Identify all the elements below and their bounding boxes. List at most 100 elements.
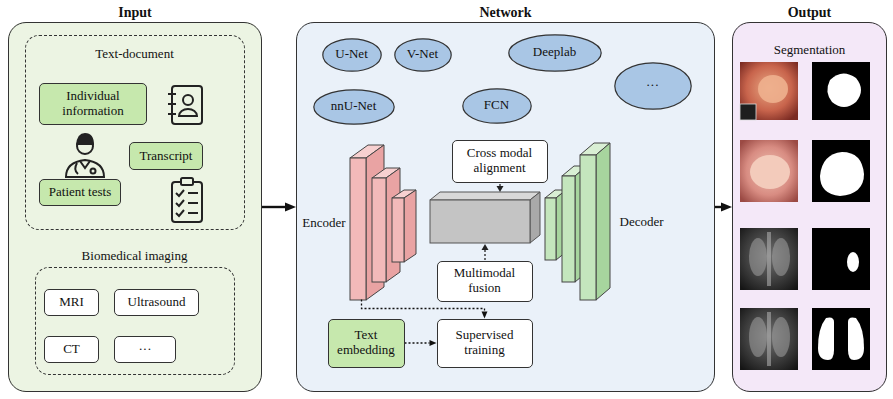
model-ellipse: nnU-Net — [313, 89, 395, 125]
encoder-slabs — [372, 178, 386, 282]
fusion-arrow — [484, 250, 485, 260]
decoder-slabs — [580, 155, 596, 300]
contact-icon — [179, 109, 197, 116]
connector — [362, 300, 488, 319]
clipboard-icon — [188, 192, 198, 194]
text-source-box: Individual information — [39, 83, 147, 125]
box-label: Transcript — [140, 149, 193, 164]
box-label: CT — [63, 342, 80, 357]
model-name: U-Net — [335, 47, 368, 62]
ellipse-shape — [322, 38, 380, 70]
module-box: Multimodal fusion — [437, 261, 533, 302]
decoder-slabs — [545, 198, 556, 260]
text-source-box: Transcript — [129, 142, 203, 170]
doctor-icon — [91, 169, 96, 174]
doctor-icon — [66, 134, 104, 177]
alignment-arrow — [497, 184, 504, 192]
arrowhead — [430, 340, 437, 346]
ellipse-shape — [508, 34, 600, 70]
doctor-icon — [80, 161, 90, 168]
module-box: Cross modal alignment — [452, 140, 548, 183]
box-label: ··· — [139, 342, 152, 357]
connector-line — [405, 342, 430, 343]
contact-icon — [168, 113, 176, 115]
model-name: FCN — [484, 98, 509, 113]
xray-image — [767, 312, 771, 366]
xray-image — [740, 228, 798, 290]
bottleneck-bar — [430, 192, 540, 200]
endoscopy-image — [740, 62, 798, 120]
box-label: Supervised training — [443, 328, 527, 358]
bottleneck-bar — [530, 192, 540, 243]
xray-image — [772, 317, 790, 357]
decoder-slabs — [596, 143, 610, 300]
panel-subheading: Segmentation — [774, 42, 846, 57]
segmentation-mask — [820, 152, 864, 196]
segmentation-mask — [847, 252, 859, 272]
model-name: ··· — [646, 78, 659, 93]
contact-icon — [168, 103, 176, 105]
xray-image — [749, 238, 767, 276]
model-ellipse: ··· — [614, 62, 692, 110]
connector-line — [715, 206, 721, 208]
clipboard-icon — [176, 190, 184, 196]
text-document-group: Text-documentIndividual informationTrans… — [25, 35, 245, 230]
clipboard-icon — [181, 178, 193, 185]
clipboard-icon — [176, 200, 184, 206]
segmentation-mask — [812, 308, 870, 370]
modality-box: CT — [44, 336, 99, 363]
arrowhead — [721, 202, 732, 211]
segmentation-mask — [812, 228, 870, 290]
doctor-icon — [66, 160, 104, 177]
bottleneck-bar — [430, 200, 530, 243]
segmentation-mask — [812, 140, 870, 202]
segmentation-mask — [812, 228, 870, 290]
decoder-slabs — [545, 143, 610, 300]
group-heading: Text-document — [95, 46, 174, 61]
clipboard-icon — [172, 178, 202, 222]
block-label: Encoder — [302, 215, 345, 230]
input-panel: InputText-documentIndividual information… — [8, 22, 262, 392]
imaging-group: Biomedical imagingMRIUltrasoundCT··· — [35, 267, 235, 375]
box-label: Multimodal fusion — [443, 266, 527, 296]
xray-image — [767, 232, 771, 286]
doctor-icon — [75, 163, 78, 174]
decoder-slabs — [562, 176, 575, 282]
module-box: Supervised training — [437, 319, 533, 368]
box-label: Individual information — [45, 89, 141, 119]
xray-image — [740, 308, 798, 370]
clipboard-icon — [188, 212, 198, 214]
text-embedding-box: Text embedding — [328, 319, 405, 368]
endoscopy-image — [740, 140, 798, 202]
model-name: V-Net — [407, 47, 438, 62]
endoscopy-image — [750, 155, 790, 189]
segmentation-mask — [812, 62, 870, 120]
doctor-icon — [77, 134, 93, 145]
model-name: Deeplab — [533, 45, 576, 60]
model-ellipse: V-Net — [394, 38, 452, 72]
encoder-slabs — [404, 190, 416, 262]
connector-line — [262, 206, 285, 208]
xray-image — [772, 238, 790, 276]
network-panel-fill — [296, 22, 715, 392]
panel-heading: Network — [479, 5, 531, 20]
segmentation-mask — [848, 318, 864, 361]
segmentation-mask — [812, 62, 870, 120]
connector — [715, 202, 732, 211]
model-ellipse: U-Net — [322, 38, 382, 72]
modality-box: MRI — [44, 289, 99, 316]
heading-wrap: Biomedical imaging — [36, 246, 234, 264]
output-panel-fill — [732, 22, 887, 392]
ellipse-shape — [462, 88, 530, 122]
encoder-block: Encoder — [350, 145, 422, 300]
alignment-arrow — [497, 186, 504, 192]
block-label: Decoder — [620, 214, 664, 229]
heading-wrap: Network — [297, 3, 714, 21]
input-panel-fill — [8, 22, 262, 392]
xray-image — [749, 317, 767, 357]
panel-heading: Input — [118, 5, 151, 20]
panel-heading: Output — [788, 5, 832, 20]
endoscopy-image — [740, 140, 798, 202]
segmentation-mask — [827, 73, 861, 107]
contact-icon — [168, 93, 176, 95]
